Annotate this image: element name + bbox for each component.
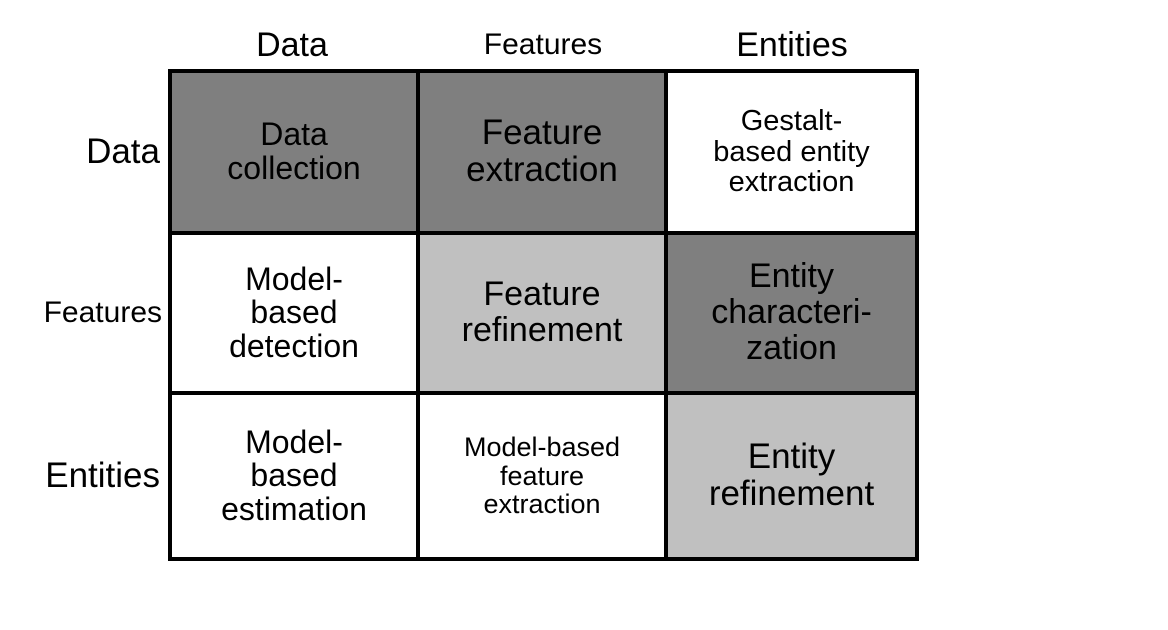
cell-text-line: refinement [461, 311, 623, 349]
cell-text-line: Feature [481, 113, 603, 153]
cell-text-line: characteri- [711, 293, 872, 332]
cell-text-line: based entity [713, 135, 870, 168]
cell-text-line: Entity [747, 437, 836, 477]
cell-text-line: based [250, 294, 338, 331]
cell-text-line: collection [227, 150, 361, 186]
cell-text-line: Feature [483, 275, 601, 314]
cell-text-line: based [250, 457, 338, 494]
cell-text-line: Model- [245, 260, 343, 297]
cell-text-line: Model- [245, 423, 343, 460]
row-header-data: Data [86, 132, 160, 171]
cell-text-line: Model-based [463, 432, 621, 463]
row-header-entities: Entities [45, 456, 160, 495]
cell-text-line: estimation [221, 490, 367, 527]
cell-text-line: Entity [748, 257, 835, 296]
cell-text-line: extraction [483, 489, 601, 520]
cell-text-line: extraction [728, 166, 855, 199]
cell-text-line: feature [499, 460, 585, 491]
cell-text-line: detection [229, 327, 359, 364]
cell-text-line: zation [746, 328, 837, 367]
column-header-entities: Entities [736, 25, 848, 64]
cell-text-line: refinement [708, 474, 875, 513]
cell-text-line: extraction [466, 150, 618, 189]
row-header-features: Features [43, 296, 162, 329]
cell-text-line: Gestalt- [740, 105, 843, 138]
cell-text-line: Data [260, 116, 328, 153]
column-header-features: Features [483, 28, 603, 61]
column-header-data: Data [256, 25, 328, 64]
